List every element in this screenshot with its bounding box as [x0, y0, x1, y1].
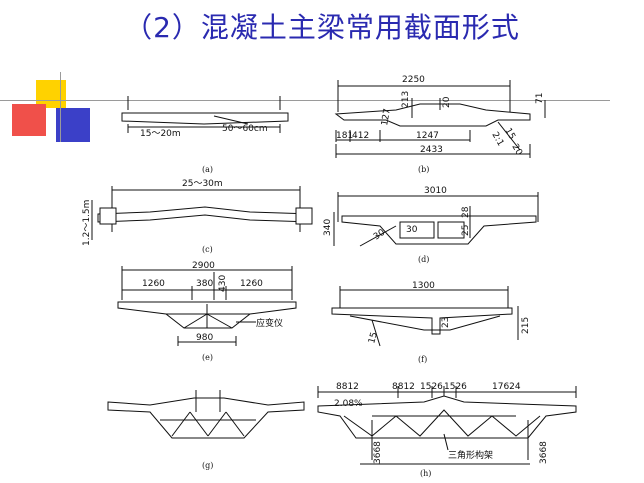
- section-d: [333, 192, 539, 247]
- dim-a-depth: 50～60cm: [222, 124, 268, 134]
- dim-a-span: 15～20m: [140, 129, 181, 139]
- dim-e-1260-left: 1260: [142, 279, 165, 289]
- dim-h-17624: 17624: [492, 382, 521, 392]
- section-f: [331, 286, 519, 347]
- dim-h-3668-left: 3668: [373, 441, 383, 464]
- section-c: [91, 186, 313, 240]
- dim-f-width: 1300: [412, 281, 435, 291]
- dim-h-slope: 2.08%: [334, 399, 363, 409]
- dim-d-28: 28: [461, 206, 471, 218]
- dim-c-span: 25～30m: [182, 179, 223, 189]
- caption-e: (e): [202, 353, 213, 362]
- slide-title: （2）混凝土主梁常用截面形式: [124, 11, 520, 44]
- caption-g: (g): [202, 461, 213, 470]
- dim-b-213: 213: [401, 91, 411, 108]
- section-g: [107, 390, 305, 439]
- dim-f-15: 15: [367, 331, 380, 345]
- dim-b-71: 71: [535, 93, 545, 104]
- note-e: 应变仪: [256, 317, 283, 329]
- section-a: [121, 96, 289, 133]
- dim-f-215: 215: [521, 317, 531, 334]
- caption-f: (f): [418, 355, 427, 364]
- dim-b-20: 20: [442, 96, 452, 108]
- dim-f-23: 23: [441, 317, 451, 328]
- decor-horizontal-line: [0, 100, 610, 101]
- decor-blue-square: [56, 108, 90, 142]
- dim-d-30: 30: [406, 225, 418, 235]
- dim-e-width: 2900: [192, 261, 215, 271]
- dim-h-3668-right: 3668: [539, 441, 549, 464]
- dim-e-430: 430: [218, 275, 228, 292]
- dim-b-1247: 1247: [416, 131, 439, 141]
- section-e: [117, 266, 297, 346]
- section-h: [317, 386, 577, 465]
- dim-e-1260-right: 1260: [240, 279, 263, 289]
- dim-b-20b: 20: [509, 143, 524, 158]
- section-b: [334, 80, 546, 158]
- decor-yellow-square: [36, 80, 66, 108]
- dim-b-2433: 2433: [420, 145, 443, 155]
- dim-b-ratio: 2:1: [489, 131, 505, 149]
- dim-b-15: 15: [502, 127, 516, 142]
- dim-c-depth: 1.2～1.5m: [82, 200, 92, 246]
- dim-e-980: 980: [196, 333, 213, 343]
- dim-e-380: 380: [196, 279, 213, 289]
- dim-b-412: 412: [352, 131, 369, 141]
- dim-b-127: 127: [380, 108, 393, 127]
- dim-b-width: 2250: [402, 75, 425, 85]
- caption-b: (b): [418, 165, 429, 174]
- dim-d-width: 3010: [424, 186, 447, 196]
- caption-h: (h): [420, 469, 431, 478]
- dim-h-1526-b: 1526: [444, 382, 467, 392]
- dim-d-25: 25: [461, 225, 471, 236]
- dim-h-1526-a: 1526: [420, 382, 443, 392]
- note-h: 三角形构架: [448, 449, 493, 461]
- dim-b-181: 181: [336, 131, 353, 141]
- caption-c: (c): [202, 245, 213, 254]
- dim-d-340: 340: [323, 219, 333, 236]
- dim-h-8812-b: 8812: [392, 382, 415, 392]
- caption-d: (d): [418, 255, 429, 264]
- caption-a: (a): [202, 165, 213, 174]
- decor-red-square: [12, 104, 46, 136]
- dim-h-8812-a: 8812: [336, 382, 359, 392]
- section-labels: 15～20m 50～60cm (a) 2250 213 20 71 127 18…: [82, 75, 549, 478]
- decor-vertical-line: [60, 72, 61, 142]
